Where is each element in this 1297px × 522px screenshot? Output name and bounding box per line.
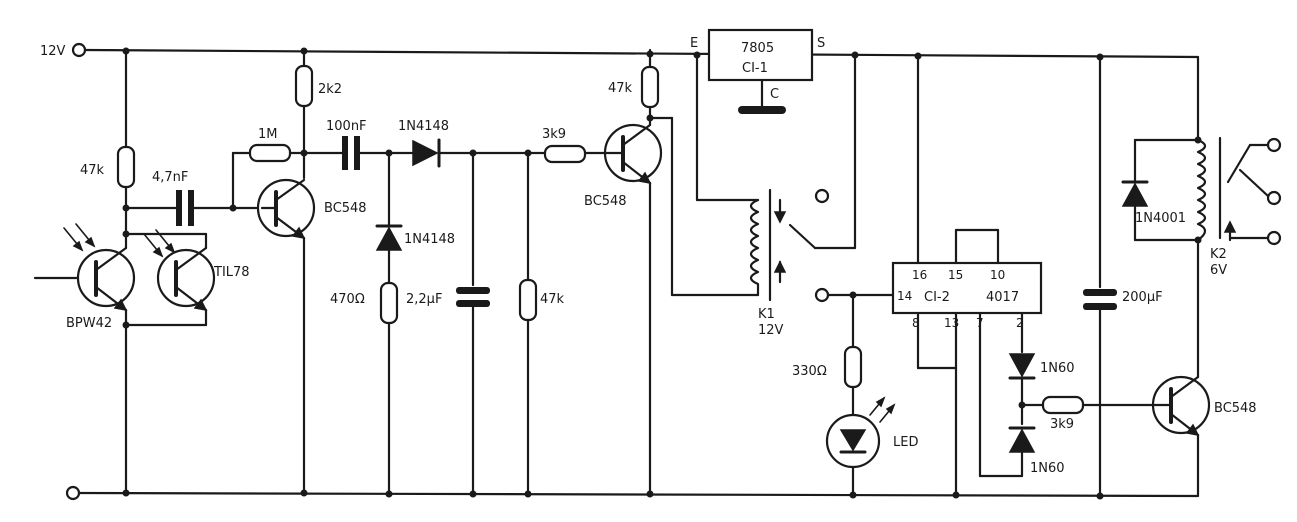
resistor-3k9-base (543, 144, 606, 164)
bc548-first-label: BC548 (324, 201, 367, 216)
capacitor-200uf (1083, 55, 1117, 498)
diode-1n60-bottom-label: 1N60 (1030, 461, 1065, 476)
diode-1n60-top-label: 1N60 (1040, 361, 1075, 376)
bc548-second-transistor (602, 123, 663, 495)
resistor-470 (379, 281, 399, 495)
resistor-3k9-base-label: 3k9 (542, 127, 566, 142)
input-47k-label: 47k (80, 163, 105, 178)
bc548-second-label: BC548 (584, 194, 627, 209)
resistor-3k9-output (1020, 395, 1154, 415)
diode-1n4148-shunt-label: 1N4148 (404, 232, 455, 247)
ic-pin-10: 10 (990, 268, 1005, 282)
supply-label: 12V (40, 44, 66, 59)
ic-pin-14: 14 (897, 289, 912, 303)
led (825, 396, 896, 495)
capacitor-4n7-label: 4,7nF (152, 170, 188, 185)
ic-pin-2: 2 (1016, 316, 1024, 330)
regulator-7805 (707, 28, 814, 114)
relay-k2-voltage: 6V (1210, 263, 1227, 278)
bpw42-phototransistor (33, 223, 136, 312)
ic-pin-7: 7 (976, 316, 984, 330)
capacitor-200uf-label: 200µF (1122, 290, 1163, 305)
regulator-pin-c: C (770, 87, 779, 102)
capacitor-4n7 (124, 190, 264, 226)
resistor-330-label: 330Ω (792, 364, 827, 379)
resistor-47k-collector (640, 48, 660, 127)
resistor-47k-shunt-label: 47k (540, 292, 565, 307)
regulator-ci1-label: CI-1 (742, 61, 768, 76)
ic-pin-16: 16 (912, 268, 927, 282)
ic-pin-15: 15 (948, 268, 963, 282)
regulator-pin-s: S (817, 36, 825, 51)
bc548-first-transistor (256, 178, 316, 495)
positive-rail (71, 42, 1200, 59)
regulator-pin-e: E (690, 36, 698, 51)
diode-1n60-top (1008, 353, 1036, 426)
input-47k-resistor (116, 48, 136, 250)
resistor-47k-shunt (518, 151, 538, 495)
til78-label: TIL78 (213, 265, 250, 280)
resistor-2k2 (294, 48, 314, 180)
junction-dots (122, 47, 1202, 500)
diode-1n4001-label: 1N4001 (1135, 211, 1186, 226)
resistor-3k9-output-label: 3k9 (1050, 417, 1074, 432)
resistor-1m (231, 143, 306, 210)
relay-k1-label: K1 (758, 307, 775, 322)
ic-pin-13: 13 (944, 316, 959, 330)
capacitor-100nf (302, 136, 415, 170)
resistor-47k-collector-label: 47k (608, 81, 633, 96)
diode-1n4001 (1121, 138, 1149, 242)
diode-1n4148-series-label: 1N4148 (398, 119, 449, 134)
bc548-third-label: BC548 (1214, 401, 1257, 416)
ic-4017-label: 4017 (986, 290, 1019, 305)
diode-1n4148-shunt (375, 151, 403, 285)
regulator-part-label: 7805 (741, 41, 774, 56)
relay-k1-voltage: 12V (758, 323, 784, 338)
capacitor-2u2 (456, 151, 490, 495)
diode-1n4148-series (412, 138, 547, 168)
relay-k2-label: K2 (1210, 247, 1227, 262)
bpw42-label: BPW42 (66, 316, 112, 331)
resistor-2k2-label: 2k2 (318, 82, 342, 97)
resistor-470-label: 470Ω (330, 292, 365, 307)
ic-4017 (891, 55, 1043, 498)
relay-k2 (1133, 55, 1282, 379)
led-label: LED (893, 435, 918, 450)
capacitor-2u2-label: 2,2µF (406, 292, 442, 307)
ic-pin-8: 8 (912, 316, 920, 330)
capacitor-100nf-label: 100nF (326, 119, 367, 134)
resistor-1m-label: 1M (258, 127, 278, 142)
bc548-third-transistor (1150, 375, 1211, 498)
relay-k1 (749, 188, 830, 303)
resistor-330 (843, 293, 863, 417)
ic-ci2-label: CI-2 (924, 290, 950, 305)
til78-phototransistor (124, 229, 216, 327)
diode-1n60-bottom (1008, 426, 1036, 478)
ground-rail (65, 485, 1199, 501)
